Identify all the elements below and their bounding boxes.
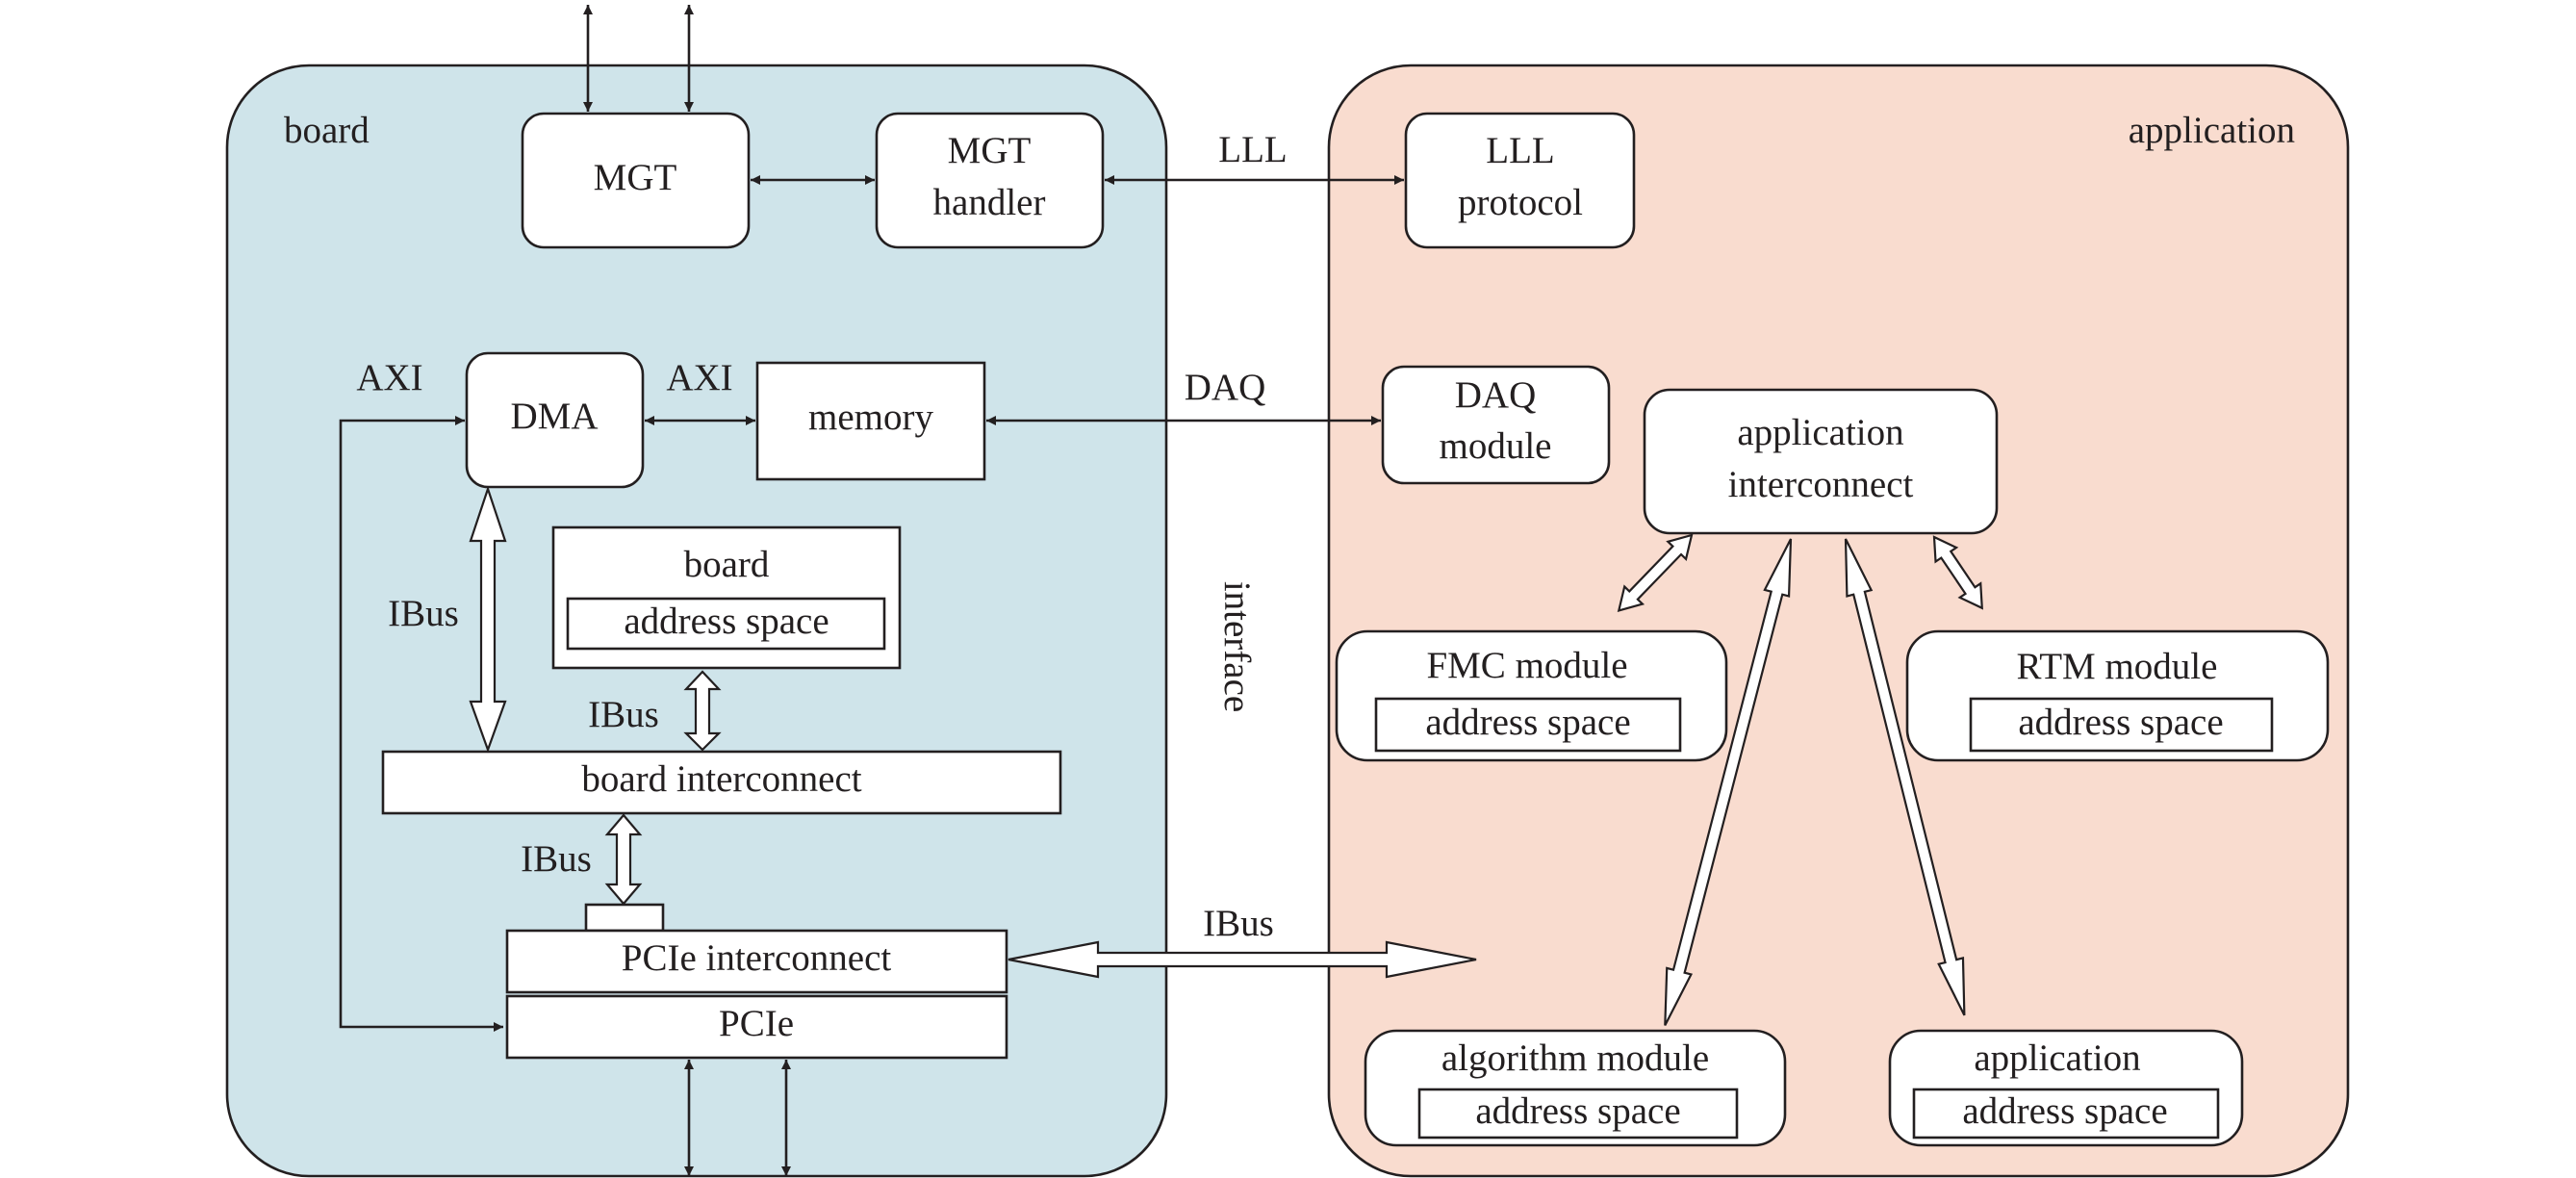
ibus-pcie-label: IBus xyxy=(521,838,592,880)
lll-protocol-block xyxy=(1404,112,1636,249)
daq-link-label: DAQ xyxy=(1185,367,1266,408)
application-module-inner-label: address space xyxy=(1962,1090,2167,1132)
application-interconnect-block xyxy=(1643,388,1999,535)
app-algorithm-arrow xyxy=(1664,538,1793,1026)
pcie-interconnect-block xyxy=(505,929,1008,994)
daq-module-label-line2: module xyxy=(1440,425,1552,467)
axi-pcie-dma-loop xyxy=(339,416,503,1032)
board-address-space-inner-label: address space xyxy=(624,601,829,642)
algorithm-module-title: algorithm module xyxy=(1441,1037,1709,1079)
lll-protocol-label-line1: LLL xyxy=(1486,130,1554,171)
lll-protocol-label-line2: protocol xyxy=(1458,182,1583,223)
app-application-arrow xyxy=(1844,538,1966,1016)
algorithm-module-inner xyxy=(1417,1088,1739,1140)
dma-label: DMA xyxy=(510,396,598,437)
ibus-board-space-arrow xyxy=(683,670,722,752)
rtm-module-inner-label: address space xyxy=(2018,702,2223,743)
application-module-inner xyxy=(1912,1088,2220,1140)
mgt-handler-label-line2: handler xyxy=(933,182,1046,223)
memory-label: memory xyxy=(808,397,933,438)
ibus-dma-label: IBus xyxy=(388,593,459,634)
interface-label: interface xyxy=(1216,581,1258,712)
board-address-space-title: board xyxy=(684,544,770,585)
lll-link-label: LLL xyxy=(1218,129,1287,170)
daq-module-block xyxy=(1381,365,1611,485)
rtm-module-inner xyxy=(1969,697,2274,753)
application-region xyxy=(1327,64,2350,1178)
memory-block xyxy=(755,361,986,481)
mgt-label: MGT xyxy=(594,157,677,198)
fmc-module-inner xyxy=(1374,697,1682,753)
board-region-label: board xyxy=(284,110,370,151)
ibus-dma-board-arrow xyxy=(469,485,507,754)
board-address-space-inner xyxy=(566,597,886,651)
rtm-module-title: RTM module xyxy=(2017,646,2218,687)
application-interconnect-label-line1: application xyxy=(1737,412,1903,453)
mgt-handler-block xyxy=(875,112,1105,249)
axi-left-label: AXI xyxy=(356,357,422,398)
application-interconnect-label-line2: interconnect xyxy=(1728,464,1914,505)
mgt-block xyxy=(521,112,751,249)
application-region-label: application xyxy=(2129,110,2295,151)
pcie-interconnect-label: PCIe interconnect xyxy=(622,937,892,979)
pcie-block xyxy=(505,994,1008,1060)
ibus-interface-arrow xyxy=(1007,940,1477,979)
fmc-module-inner-label: address space xyxy=(1425,702,1630,743)
daq-module-label-line1: DAQ xyxy=(1455,374,1537,416)
mgt-handler-label-line1: MGT xyxy=(948,130,1032,171)
ibus-board-label: IBus xyxy=(588,694,659,735)
app-rtm-arrow xyxy=(1932,535,1983,610)
pcie-interconnect-port xyxy=(584,903,665,933)
application-module-title: application xyxy=(1974,1037,2140,1079)
board-interconnect-label: board interconnect xyxy=(581,758,861,800)
algorithm-module-inner-label: address space xyxy=(1475,1090,1680,1132)
app-fmc-arrow xyxy=(1617,533,1694,612)
board-interconnect-block xyxy=(381,750,1062,815)
pcie-label: PCIe xyxy=(719,1003,794,1044)
ibus-interface-label: IBus xyxy=(1203,903,1274,944)
axi-mid-label: AXI xyxy=(666,357,732,398)
fmc-module-title: FMC module xyxy=(1426,645,1627,686)
